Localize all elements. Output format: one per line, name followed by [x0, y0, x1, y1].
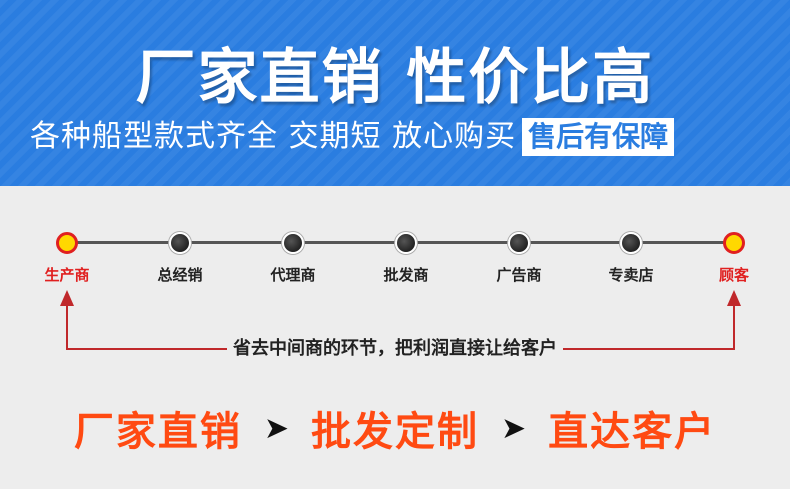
node-label-agent: 代理商 — [270, 266, 316, 284]
slogan-step-customer: 直达客户 — [548, 409, 717, 455]
node-label-customer: 顾客 — [718, 266, 749, 284]
node-label-wholesaler: 批发商 — [383, 266, 429, 284]
node-label-advertiser: 广告商 — [496, 266, 542, 284]
arrow-up-left-icon — [60, 290, 74, 306]
arrow-right-icon: ➤ — [501, 410, 527, 446]
bypass-note-text: 省去中间商的环节，把利润直接让给客户 — [227, 338, 563, 359]
distribution-chain: 生产商 总经销 代理商 批发商 广告商 专卖店 顾客 省去中间商的环节，把利润直… — [0, 186, 790, 386]
slogan-step-wholesale: 批发定制 — [311, 409, 479, 455]
slogan-step-factory: 厂家直销 — [73, 409, 242, 455]
header-banner: 厂家直销 性价比高 各种船型款式齐全 交期短 放心购买 售后有保障 — [0, 0, 790, 186]
node-dot-advertiser — [508, 232, 530, 254]
node-dot-distributor — [169, 232, 191, 254]
node-dot-customer — [723, 232, 745, 254]
node-label-store: 专卖店 — [608, 266, 654, 284]
arrow-up-right-icon — [727, 290, 741, 306]
slogan-row: 厂家直销 ➤ 批发定制 ➤ 直达客户 — [0, 398, 790, 458]
subline-row: 各种船型款式齐全 交期短 放心购买 售后有保障 — [30, 118, 675, 156]
node-label-distributor: 总经销 — [157, 266, 203, 284]
headline: 厂家直销 性价比高 — [135, 43, 655, 113]
after-sales-badge: 售后有保障 — [522, 118, 675, 156]
node-dot-store — [620, 232, 642, 254]
arrow-right-icon: ➤ — [263, 410, 289, 446]
subline-text: 各种船型款式齐全 交期短 放心购买 — [30, 119, 517, 154]
node-label-producer: 生产商 — [44, 266, 90, 284]
node-dot-agent — [282, 232, 304, 254]
node-dot-producer — [56, 232, 78, 254]
node-dot-wholesaler — [395, 232, 417, 254]
bypass-note: 省去中间商的环节，把利润直接让给客户 — [0, 336, 790, 362]
